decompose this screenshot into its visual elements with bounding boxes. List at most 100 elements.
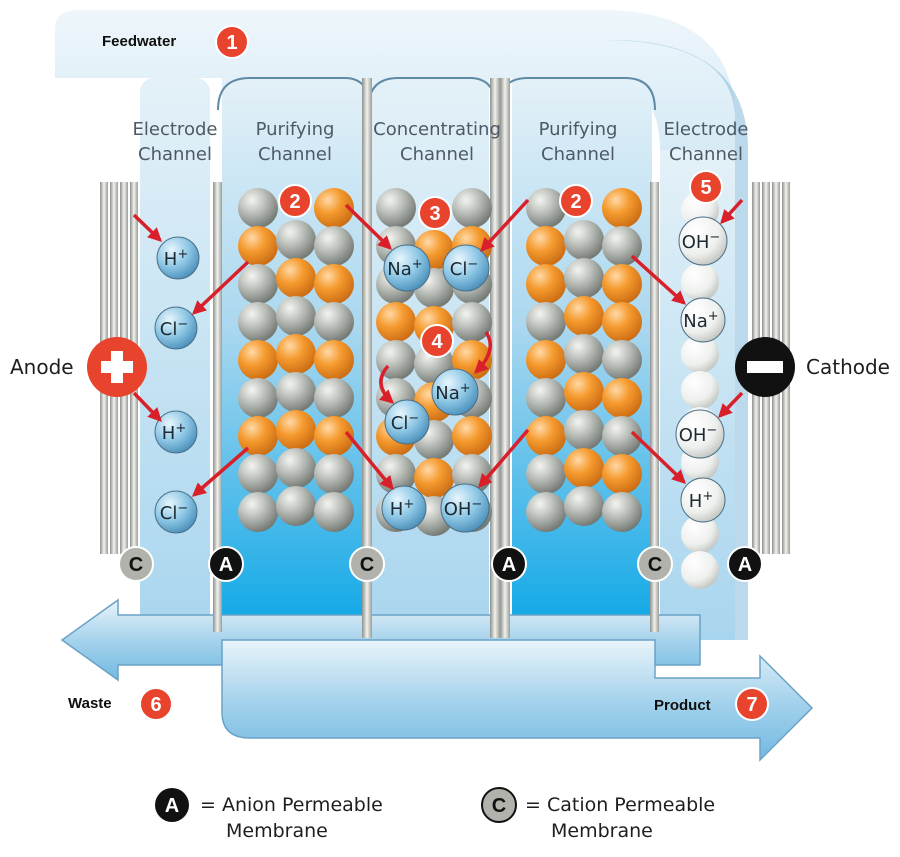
orange-bead — [602, 264, 642, 304]
step-6: 6 — [150, 694, 161, 716]
ion-migration-arrows — [132, 198, 744, 497]
migration-arrow — [480, 198, 530, 253]
channel-label-electrode-left: Electrode Channel — [100, 117, 250, 167]
ion-na: Na+ — [431, 368, 479, 416]
membrane-badges: C A C A C A — [118, 546, 763, 582]
ion-oh: OH− — [440, 483, 490, 533]
channel-label-line2: Channel — [258, 144, 332, 165]
gray-bead — [602, 492, 642, 532]
orange-bead — [602, 378, 642, 418]
gray-bead — [452, 302, 492, 342]
legend-cation-symbol: C — [492, 795, 506, 817]
migration-arrow — [191, 260, 250, 315]
migration-arrow — [132, 213, 163, 242]
orange-bead — [564, 448, 604, 488]
gray-bead — [526, 492, 566, 532]
channel-label-line1: Concentrating — [373, 119, 501, 140]
migration-arrow — [630, 254, 687, 305]
gray-bead — [526, 378, 566, 418]
orange-bead — [452, 416, 492, 456]
membrane-1 — [213, 182, 222, 632]
legend-cation-badge — [481, 787, 517, 823]
orange-bead — [314, 416, 354, 456]
legend-cation: = Cation Permeable Membrane — [525, 792, 715, 844]
gray-bead — [276, 486, 316, 526]
step-4: 4 — [431, 331, 443, 353]
membrane-4 — [500, 78, 510, 638]
legend-anion: = Anion Permeable Membrane — [200, 792, 383, 844]
membrane-badge: A — [738, 554, 752, 576]
migration-arrow — [478, 428, 530, 489]
migration-arrow — [474, 331, 492, 374]
legend-cation-text: = Cation Permeable — [525, 794, 716, 816]
ions: H+Cl−H+Cl−Na+Cl−Na+Cl−H+OH−OH−Na+OH−H+ — [154, 216, 728, 534]
gray-bead — [526, 302, 566, 342]
step-3: 3 — [429, 203, 440, 225]
membrane-badge-circle — [727, 546, 763, 582]
membrane-2 — [362, 78, 372, 638]
gray-bead — [314, 454, 354, 494]
gray-bead — [452, 188, 492, 228]
membrane-badge: A — [502, 554, 516, 576]
feedwater-label: Feedwater — [102, 33, 177, 50]
orange-bead — [602, 454, 642, 494]
product-label: Product — [654, 697, 711, 714]
gray-bead — [314, 226, 354, 266]
migration-arrow — [718, 391, 744, 419]
waste-label: Waste — [68, 695, 112, 712]
migration-arrow — [630, 430, 687, 484]
migration-arrow — [132, 391, 162, 423]
channel-label-line2: Channel — [400, 144, 474, 165]
channel-label-line1: Electrode — [663, 119, 749, 140]
membrane-badge: C — [360, 554, 374, 576]
gray-bead — [238, 454, 278, 494]
orange-bead — [276, 258, 316, 298]
gray-bead — [602, 416, 642, 456]
membrane-3 — [490, 78, 500, 638]
gray-bead — [526, 454, 566, 494]
ion-cl: Cl− — [154, 306, 198, 350]
orange-bead — [276, 334, 316, 374]
gray-bead — [564, 410, 604, 450]
gray-bead — [564, 220, 604, 260]
gray-bead — [681, 515, 719, 553]
gray-bead — [238, 378, 278, 418]
cathode-label: Cathode — [806, 355, 890, 379]
gray-bead — [564, 486, 604, 526]
feedwater-flow-shadow — [600, 40, 748, 640]
orange-bead — [314, 264, 354, 304]
anode-plus-icon — [87, 337, 147, 397]
orange-bead — [526, 416, 566, 456]
orange-bead — [238, 416, 278, 456]
membrane-badge-circle — [349, 546, 385, 582]
orange-bead — [564, 296, 604, 336]
orange-bead — [526, 226, 566, 266]
orange-bead — [602, 188, 642, 228]
orange-bead — [314, 340, 354, 380]
gray-bead — [681, 335, 719, 373]
gray-bead — [681, 551, 719, 589]
ion-h: H+ — [156, 236, 200, 280]
gray-bead — [314, 492, 354, 532]
legend-cation-line2: Membrane — [551, 820, 653, 842]
channel-label-electrode-right: Electrode Channel — [631, 117, 781, 167]
orange-bead — [602, 302, 642, 342]
ion-h: H+ — [381, 485, 427, 531]
ion-cl: Cl− — [442, 244, 490, 292]
migration-arrow — [344, 203, 393, 250]
electrode-channel-left — [140, 78, 210, 638]
step-2a: 2 — [289, 191, 300, 213]
gray-bead — [276, 220, 316, 260]
gray-bead — [681, 263, 719, 301]
gray-bead — [602, 340, 642, 380]
ion-cl: Cl− — [384, 399, 430, 445]
membrane-badge: C — [648, 554, 662, 576]
ion-h: H+ — [154, 410, 198, 454]
legend-anion-symbol: A — [165, 795, 179, 817]
gray-bead — [238, 302, 278, 342]
membrane-badge-circle — [118, 546, 154, 582]
orange-bead — [414, 458, 454, 498]
step-7: 7 — [746, 694, 757, 716]
channel-label-concentrating: Concentrating Channel — [362, 117, 512, 167]
channel-label-line1: Electrode — [132, 119, 218, 140]
